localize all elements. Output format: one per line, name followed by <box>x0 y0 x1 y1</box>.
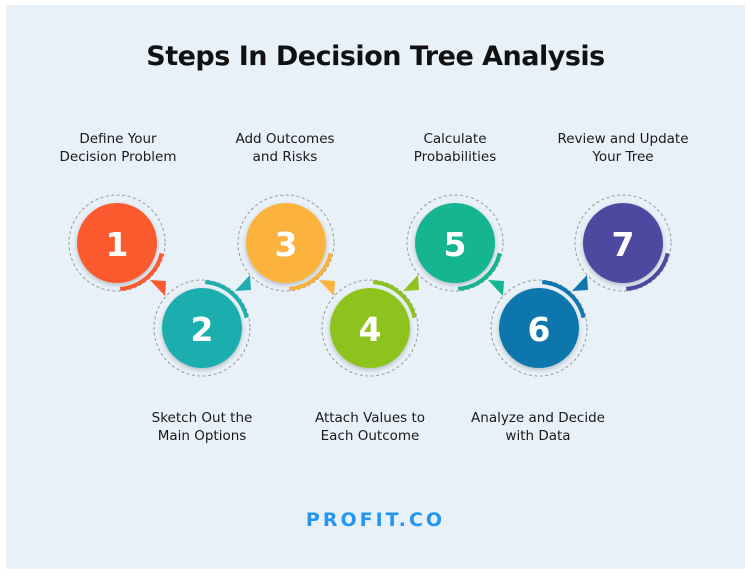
step-3-label: Add Outcomes and Risks <box>200 130 370 166</box>
step-4-dashed-ring <box>321 279 419 377</box>
step-7-label: Review and Update Your Tree <box>538 130 708 166</box>
step-2-node: 2 <box>153 275 251 377</box>
step-6-label-line2: with Data <box>505 428 571 444</box>
step-3-node: 3 <box>237 194 335 296</box>
step-5-dashed-ring <box>406 194 504 292</box>
step-1-circle <box>77 203 157 283</box>
step-4-arrow-icon <box>403 275 419 291</box>
step-7-dashed-ring <box>574 194 672 292</box>
step-1-label-line1: Define Your <box>79 131 157 147</box>
step-3-number: 3 <box>275 225 298 264</box>
step-5-arc <box>457 252 502 291</box>
step-1-arrow-icon <box>150 280 166 296</box>
step-3-dashed-ring <box>237 194 335 292</box>
step-3-circle <box>246 203 326 283</box>
step-5-label: Calculate Probabilities <box>370 130 540 166</box>
step-5-label-line1: Calculate <box>423 131 487 147</box>
step-2-dashed-ring <box>153 279 251 377</box>
step-6-number: 6 <box>528 310 551 349</box>
step-1-number: 1 <box>106 225 129 264</box>
step-5-node: 5 <box>406 194 504 296</box>
step-2-number: 2 <box>191 310 214 349</box>
step-1-arc <box>119 252 164 291</box>
step-2-arrow-icon <box>235 275 251 291</box>
step-7-arc <box>625 252 670 291</box>
step-4-arc <box>372 280 417 319</box>
step-2-label-line2: Main Options <box>157 428 247 444</box>
step-4-label: Attach Values to Each Outcome <box>285 409 455 445</box>
step-6-circle <box>499 288 579 368</box>
step-5-number: 5 <box>444 225 467 264</box>
step-1-dashed-ring <box>68 194 166 292</box>
step-1-node: 1 <box>68 194 166 296</box>
step-2-circle <box>162 288 242 368</box>
step-2-arc <box>204 280 249 319</box>
step-3-arrow-icon <box>319 280 335 296</box>
step-7-label-line1: Review and Update <box>557 131 689 147</box>
page-title: Steps In Decision Tree Analysis <box>146 41 605 72</box>
step-4-number: 4 <box>359 310 382 349</box>
step-7-number: 7 <box>612 225 635 264</box>
step-1-label-line2: Decision Problem <box>59 149 177 165</box>
step-5-arrow-icon <box>488 280 504 296</box>
step-2-label-line1: Sketch Out the <box>151 410 253 426</box>
step-4-node: 4 <box>321 275 419 377</box>
step-5-circle <box>415 203 495 283</box>
step-3-arc <box>288 252 333 291</box>
step-6-label: Analyze and Decide with Data <box>453 409 623 445</box>
step-5-label-line2: Probabilities <box>413 149 497 165</box>
step-6-arc <box>541 280 586 319</box>
step-7-label-line2: Your Tree <box>592 149 654 165</box>
step-2-label: Sketch Out the Main Options <box>117 409 287 445</box>
step-6-node: 6 <box>490 275 588 377</box>
step-1-label: Define Your Decision Problem <box>33 130 203 166</box>
profit-co-logo: PROFIT.CO <box>305 509 446 531</box>
step-6-dashed-ring <box>490 279 588 377</box>
step-3-label-line2: and Risks <box>252 149 318 165</box>
step-4-label-line1: Attach Values to <box>314 410 426 426</box>
step-7-node: 7 <box>574 194 672 292</box>
step-7-circle <box>583 203 663 283</box>
step-6-label-line1: Analyze and Decide <box>471 410 605 426</box>
step-3-label-line1: Add Outcomes <box>235 131 335 147</box>
step-4-circle <box>330 288 410 368</box>
step-4-label-line2: Each Outcome <box>320 428 420 444</box>
step-6-arrow-icon <box>572 275 588 291</box>
